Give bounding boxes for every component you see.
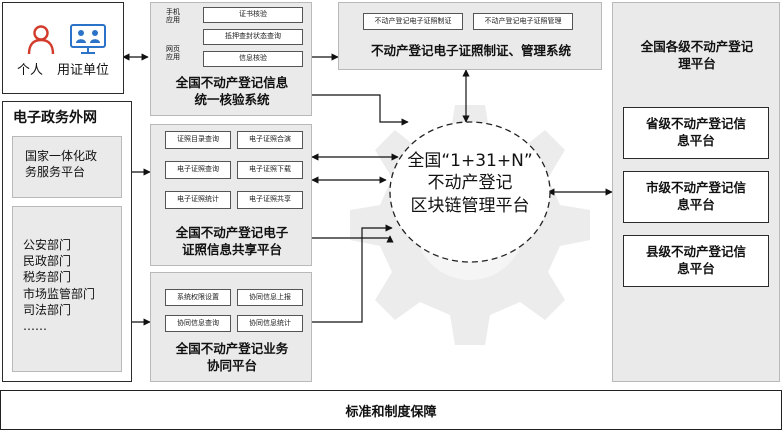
share-platform-title: 全国不动产登记电子证照信息共享平台: [175, 225, 289, 257]
collab-query-button[interactable]: 协同信息查询: [165, 315, 231, 332]
license-merge-button[interactable]: 电子证照合演: [237, 131, 303, 149]
service-line-1: 国家一体化政: [25, 149, 98, 163]
license-manage-button[interactable]: 不动产登记电子证照管理: [473, 13, 573, 30]
all-level-platforms-title: 全国各级不动产登记理平台: [640, 39, 754, 71]
hub-ellipse: [389, 121, 551, 263]
share-platform-panel: 证照目录查询 电子证照合演 电子证照查询 电子证照下载 电子证照统计 电子证照共…: [150, 124, 312, 266]
collab-report-button[interactable]: 协同信息上报: [237, 289, 303, 306]
license-share-button[interactable]: 电子证照共享: [237, 191, 303, 209]
verify-system-title: 全国不动产登记信息统一核验系统: [175, 75, 289, 107]
license-catalog-query-button[interactable]: 证照目录查询: [165, 131, 231, 149]
mortgage-seizure-query-button[interactable]: 抵押查封状态查询: [203, 29, 303, 45]
department-item: 公安部门: [23, 238, 72, 252]
blockchain-hub: 全国“1+31+N” 不动产登记 区块链管理平台: [390, 150, 550, 217]
org-user-label: 用证单位: [57, 63, 110, 78]
hub-line-1: 全国“1+31+N”: [407, 151, 533, 171]
license-query-button[interactable]: 电子证照查询: [165, 161, 231, 179]
collab-platform-title: 全国不动产登记业务协同平台: [175, 341, 289, 373]
certificate-verify-button[interactable]: 证书核验: [203, 7, 303, 23]
hub-line-2: 不动产登记: [427, 173, 513, 194]
mobile-app-label: 手机应用: [166, 8, 180, 25]
county-platform: 县级不动产登记信息平台: [623, 235, 769, 287]
collab-platform-panel: 系统权限设置 协同信息上报 协同信息查询 协同信息统计 全国不动产登记业务协同平…: [150, 272, 312, 382]
license-system-title: 不动产登记电子证照制证、管理系统: [370, 43, 571, 58]
license-stats-button[interactable]: 电子证照统计: [165, 191, 231, 209]
departments-panel: 公安部门 民政部门 税务部门 市场监管部门 司法部门 ……: [12, 206, 122, 372]
web-app-label: 网页应用: [166, 45, 180, 62]
license-issue-button[interactable]: 不动产登记电子证照制证: [363, 13, 463, 30]
standards-footer: 标准和制度保障: [0, 390, 782, 430]
gov-extranet-title: 电子政务外网: [13, 110, 97, 126]
all-level-platforms-panel: 全国各级不动产登记理平台 省级不动产登记信息平台 市级不动产登记信息平台 县级不…: [612, 2, 780, 382]
person-label: 个人: [17, 63, 44, 78]
users-panel: 个人 用证单位: [2, 2, 124, 94]
license-download-button[interactable]: 电子证照下载: [237, 161, 303, 179]
person-icon: [27, 25, 55, 55]
org-user-icon: [70, 24, 106, 54]
department-item: 市场监管部门: [23, 286, 96, 301]
license-system-panel: 不动产登记电子证照制证 不动产登记电子证照管理 不动产登记电子证照制证、管理系统: [338, 2, 602, 70]
standards-footer-label: 标准和制度保障: [345, 404, 437, 420]
verify-system-panel: 手机应用 网页应用 证书核验 抵押查封状态查询 信息核验 全国不动产登记信息统一…: [150, 2, 312, 116]
department-item: 民政部门: [23, 254, 72, 269]
department-item: 司法部门: [23, 302, 72, 317]
hub-line-3: 区块链管理平台: [410, 195, 530, 216]
national-service-platform: 国家一体化政 务服务平台: [12, 136, 122, 198]
provincial-platform: 省级不动产登记信息平台: [623, 107, 769, 159]
department-item: ……: [23, 318, 47, 333]
municipal-platform: 市级不动产登记信息平台: [623, 171, 769, 223]
service-line-2: 务服务平台: [25, 164, 86, 179]
info-verify-button[interactable]: 信息核验: [203, 51, 303, 67]
collab-stats-button[interactable]: 协同信息统计: [237, 315, 303, 332]
department-item: 税务部门: [23, 270, 72, 285]
permission-setting-button[interactable]: 系统权限设置: [165, 289, 231, 306]
